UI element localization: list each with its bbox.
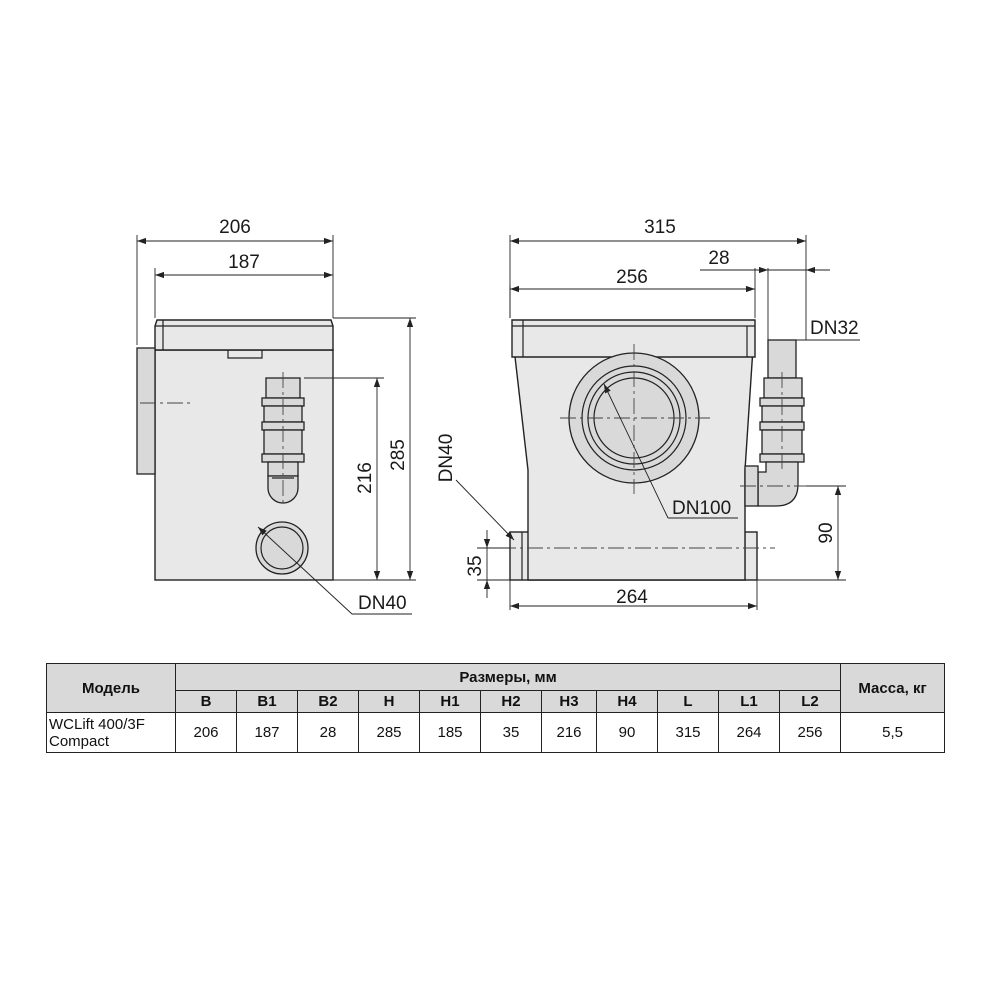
cell-value: 264 [718,712,780,753]
front-view [455,235,860,610]
model-name: WCLift 400/3F [49,715,145,733]
cell-value: 315 [657,712,719,753]
col-header: H [358,690,420,713]
dim-264: 264 [616,587,648,608]
header-mass: Масса, кг [840,663,946,713]
cell-value: 206 [175,712,237,753]
cell-value: 28 [297,712,359,753]
model-variant: Compact [49,732,110,750]
side-view [136,235,416,615]
cell-value: 90 [596,712,658,753]
label-dn40-side: DN40 [436,434,457,483]
col-header: H2 [480,690,542,713]
label-dn40-outlet: DN40 [358,593,407,614]
dim-187: 187 [228,252,260,273]
dim-35: 35 [465,555,486,576]
col-header: L1 [718,690,780,713]
col-header: L2 [778,690,842,713]
label-dn32: DN32 [810,318,859,339]
dim-285: 285 [388,439,409,471]
col-header: H3 [541,690,597,713]
cell-value: 216 [541,712,597,753]
cell-value: 285 [358,712,420,753]
col-header: B1 [236,690,298,713]
col-header: B [175,690,237,713]
cell-value: 256 [778,712,842,753]
col-header: H4 [596,690,658,713]
header-dimensions: Размеры, мм [174,663,842,691]
cell-mass: 5,5 [840,712,946,753]
front-pipe [744,339,805,507]
spec-table: Модель Размеры, мм Масса, кг B B1 B2 H H… [46,663,946,753]
dim-315: 315 [644,217,676,238]
cell-value: 187 [236,712,298,753]
col-header: L [657,690,719,713]
side-lid [154,319,334,351]
header-model: Модель [46,663,176,713]
side-outlet-inner [260,526,304,570]
label-dn100: DN100 [672,498,731,519]
col-header: H1 [419,690,481,713]
dim-256: 256 [616,267,648,288]
cell-value: 185 [419,712,481,753]
dim-28: 28 [708,248,729,269]
front-lid [511,319,756,358]
cell-model: WCLift 400/3F Compact [46,712,176,753]
side-flange [136,347,156,475]
dim-216: 216 [355,462,376,494]
dim-90: 90 [816,522,837,543]
technical-drawing: 206 187 285 216 DN40 [136,217,860,615]
col-header: B2 [297,690,359,713]
cell-value: 35 [480,712,542,753]
dim-206: 206 [219,217,251,238]
table-row: WCLift 400/3F Compact 206 187 28 285 185… [46,712,946,753]
